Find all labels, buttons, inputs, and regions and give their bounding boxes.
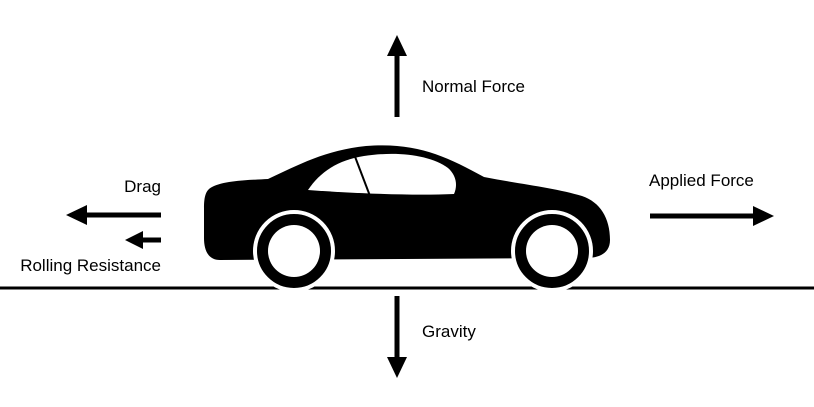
normal-force-arrow — [387, 35, 407, 117]
gravity-arrow — [387, 296, 407, 378]
car-rear-hubcap — [268, 225, 320, 277]
car-front-hubcap — [526, 225, 578, 277]
applied-force-arrow — [650, 206, 774, 226]
rolling-resistance-label: Rolling Resistance — [20, 256, 161, 275]
gravity-label: Gravity — [422, 322, 476, 341]
normal-force-label: Normal Force — [422, 77, 525, 96]
drag-label: Drag — [124, 177, 161, 196]
car-silhouette-icon — [204, 145, 610, 292]
drag-arrow — [66, 205, 161, 225]
car-door-pillar — [353, 153, 371, 197]
rolling-resistance-arrow — [125, 231, 161, 249]
car-window — [308, 153, 456, 195]
applied-force-label: Applied Force — [649, 171, 754, 190]
